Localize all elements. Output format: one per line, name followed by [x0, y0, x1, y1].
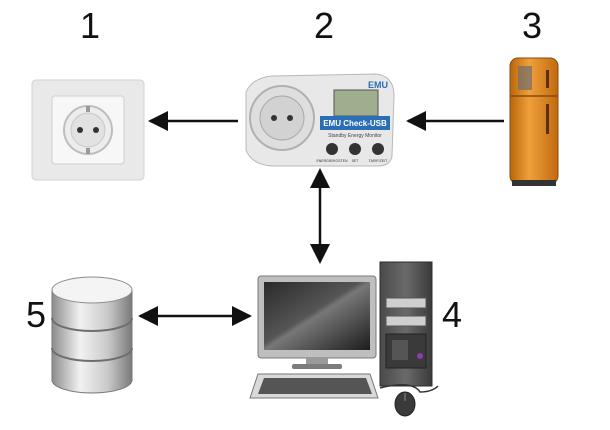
meter-subtitle-label: Standby Energy Monitor: [328, 133, 382, 139]
keyboard: [249, 373, 379, 399]
monitor: [257, 275, 377, 369]
meter-button-label-0: ENERGIE/KOSTEN: [316, 159, 348, 163]
desktop-computer-icon: [249, 261, 439, 417]
meter-button-label-1: SET: [352, 159, 360, 163]
energy-meter-icon: EMU Check-USB Standby Energy Monitor EMU…: [245, 73, 395, 167]
node-number-1: 1: [80, 5, 100, 46]
meter-button-tariff: [372, 143, 384, 155]
meter-model-label: EMU Check-USB: [323, 119, 387, 128]
meter-brand-label: EMU: [368, 80, 388, 90]
node-number-5: 5: [26, 294, 46, 335]
node-number-3: 3: [522, 5, 542, 46]
node-number-2: 2: [314, 5, 334, 46]
meter-button-energy: [326, 143, 338, 155]
node-number-4: 4: [442, 294, 462, 335]
meter-button-label-2: TARIF/ZEIT: [369, 159, 388, 163]
tower: [379, 261, 433, 387]
database-icon: [51, 276, 133, 394]
meter-button-set: [349, 143, 361, 155]
mouse: [379, 384, 439, 417]
refrigerator-icon: [509, 57, 559, 186]
wall-socket-icon: [31, 79, 145, 181]
